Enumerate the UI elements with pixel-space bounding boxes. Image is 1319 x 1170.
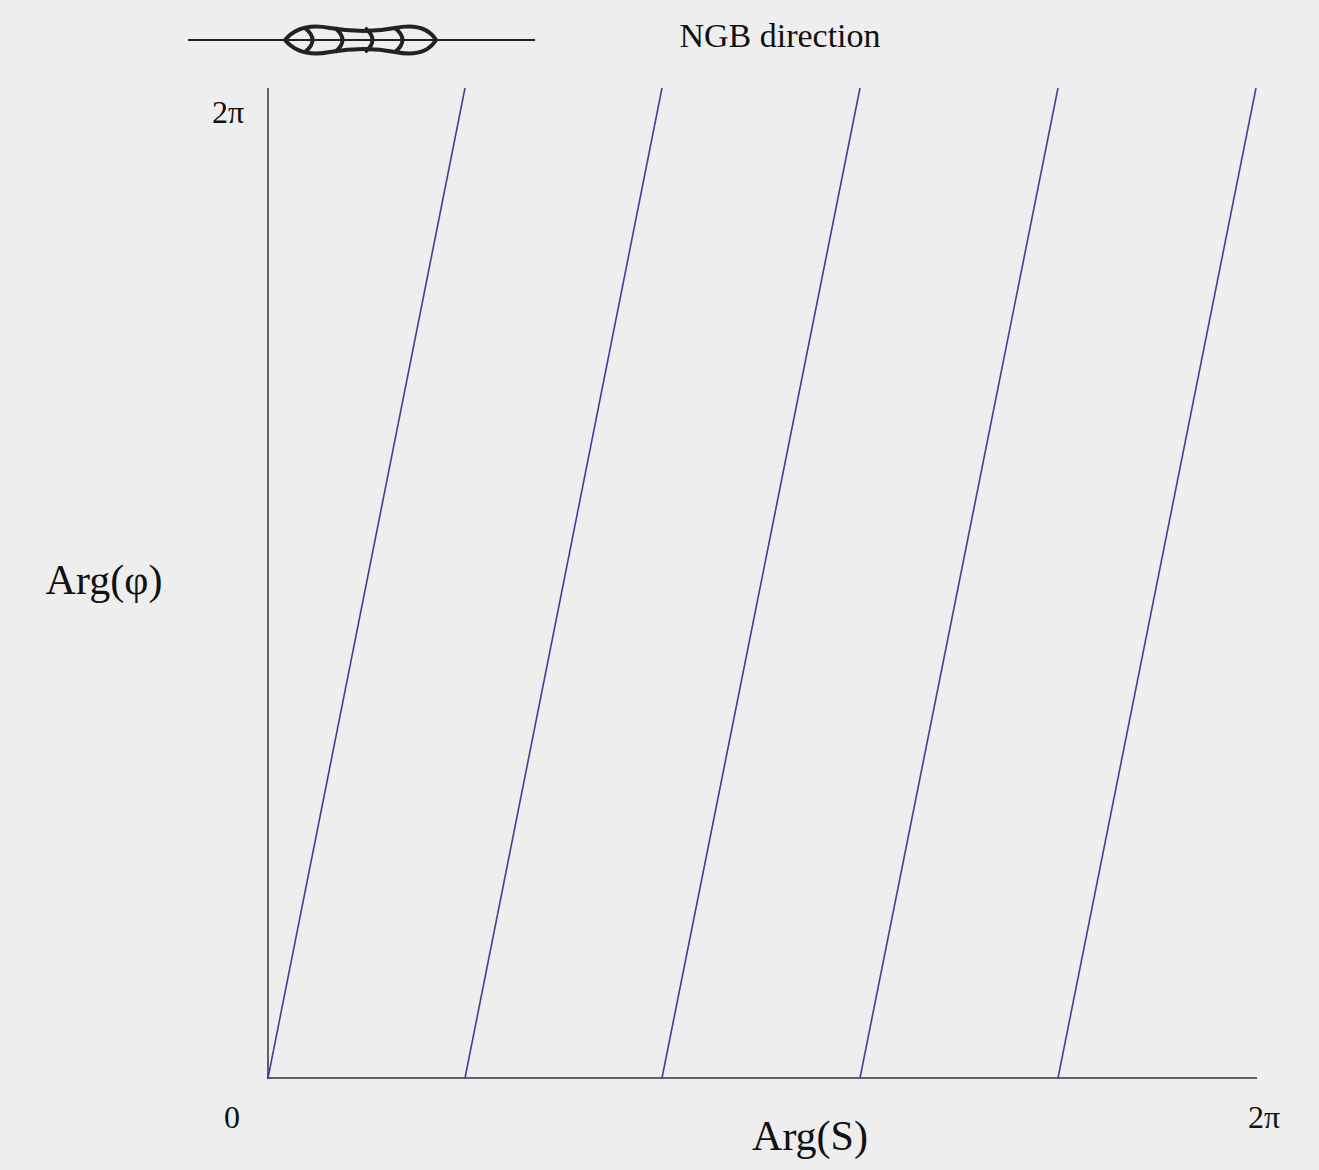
orbit-line xyxy=(465,88,662,1078)
x-axis-title: Arg(S) xyxy=(752,1112,868,1160)
orbit-line xyxy=(1058,88,1256,1078)
orbit-line xyxy=(268,88,465,1078)
orbit-line xyxy=(860,88,1058,1078)
y-axis-title: Arg(φ) xyxy=(46,556,163,604)
ornament-twist xyxy=(305,28,403,52)
axes xyxy=(267,88,1257,1079)
ornament-loop xyxy=(285,27,436,54)
ornament xyxy=(188,27,535,54)
x-tick-label: 0 xyxy=(224,1099,240,1136)
x-axis xyxy=(267,1077,1257,1079)
chart-title: NGB direction xyxy=(679,17,880,55)
orbit-line xyxy=(662,88,860,1078)
ornament-rule xyxy=(188,39,535,41)
x-tick-label: 2π xyxy=(1248,1099,1280,1136)
y-axis xyxy=(267,88,269,1079)
y-tick-label: 2π xyxy=(212,94,244,131)
orbit-lines xyxy=(268,88,1256,1078)
